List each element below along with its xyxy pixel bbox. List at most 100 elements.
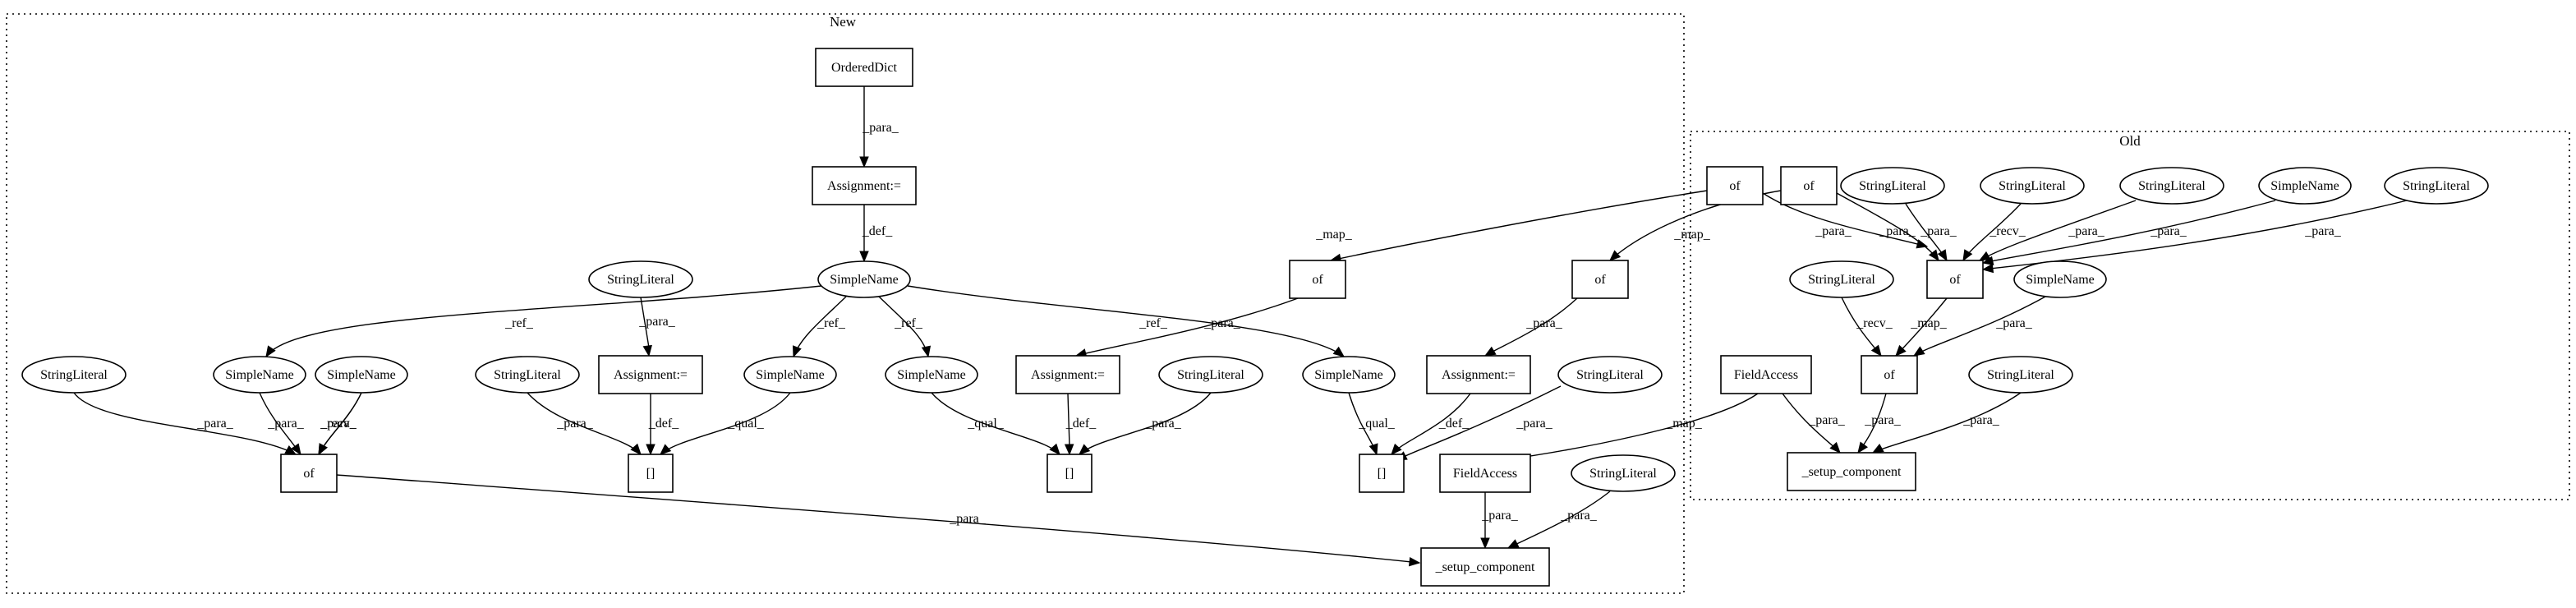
edge-e6-line	[907, 285, 1345, 357]
node-label: _setup_component	[1801, 465, 1902, 479]
edge-e26-arrowhead	[1480, 537, 1490, 550]
edge-e7-label: _para_	[196, 417, 234, 431]
edge-e32-line	[1979, 200, 2137, 261]
edge-e14-label: _qual_	[727, 417, 765, 431]
node-label: []	[1065, 467, 1074, 481]
edge-e4-label: _ref_	[816, 316, 846, 330]
node-label: of	[1312, 273, 1323, 287]
node-of-o2: of	[1780, 166, 1838, 205]
edge-e31: _recv_	[1962, 203, 2026, 262]
node-ellipse	[2258, 167, 2352, 205]
node-sl-o2: StringLiteral	[1980, 167, 2085, 205]
node-label: StringLiteral	[607, 273, 674, 287]
edge-e16-label: _def_	[1065, 417, 1097, 431]
node-setup-old: _setup_component	[1787, 452, 1916, 491]
edge-e36-label: _map_	[1910, 316, 1948, 330]
edge-e18-label: _qual_	[1358, 417, 1396, 431]
edge-e21-line	[1075, 297, 1299, 357]
edge-old-sl6-setup: _para_	[1871, 392, 2022, 454]
edge-e19: _def_	[1391, 393, 1471, 455]
edge-e32: _para_	[1978, 200, 2137, 261]
edge-e25-label: _map_	[1673, 228, 1711, 242]
edge-e39-arrowhead	[1857, 441, 1869, 454]
edge-e15-arrowhead	[1049, 443, 1060, 455]
node-label: SimpleName	[2026, 273, 2095, 287]
edge-e13-arrowhead	[646, 444, 656, 456]
node-index-3: []	[1359, 454, 1405, 493]
node-ordereddict: OrderedDict	[815, 48, 913, 87]
edge-e22: _para_	[1484, 297, 1578, 357]
edge-e6-label: _ref_	[1138, 316, 1168, 330]
edge-e21-label: _para_	[1203, 316, 1241, 330]
edge-e23-arrowhead	[1408, 556, 1421, 567]
cluster-old-label: Old	[2119, 133, 2141, 149]
edge-e30: _para_	[1905, 203, 1957, 262]
edge-e23-label: _para_	[949, 512, 987, 526]
node-fa-new: FieldAccess	[1439, 454, 1531, 493]
edge-e27-arrowhead	[1506, 539, 1520, 549]
edge-e33-label: _para_	[2150, 224, 2187, 238]
edge-old-sl6-setup-arrowhead	[1871, 443, 1884, 454]
edge-e3-arrowhead	[265, 345, 276, 358]
edge-new-of-recv: _recv_	[318, 392, 362, 456]
node-box	[1426, 355, 1531, 394]
node-label: Assignment:=	[614, 368, 688, 382]
node-box	[1861, 355, 1918, 394]
edge-e35: _recv_	[1841, 297, 1893, 357]
edge-e14: _qual_	[660, 392, 791, 455]
edge-e26: _para_	[1480, 492, 1519, 550]
node-label: SimpleName	[1314, 368, 1383, 382]
node-ellipse	[315, 356, 408, 394]
edge-e34-line	[1982, 200, 2408, 270]
node-label: FieldAccess	[1453, 467, 1517, 481]
node-sn-o1: SimpleName	[2258, 167, 2352, 205]
edge-e37-arrowhead	[1912, 346, 1925, 357]
edge-e34-label: _para_	[2304, 224, 2342, 238]
node-label: StringLiteral	[2138, 179, 2206, 193]
edge-e2: _def_	[859, 205, 893, 263]
edge-e11-arrowhead	[642, 344, 652, 357]
node-label: []	[1378, 467, 1387, 481]
node-sl-o4: StringLiteral	[2384, 167, 2489, 205]
edge-e11: _para_	[638, 297, 676, 357]
edge-e17: _para_	[1079, 392, 1212, 455]
edge-e4: _ref_	[793, 296, 847, 358]
node-of-left: of	[280, 454, 338, 493]
edge-e29-label: _para_	[1879, 224, 1916, 238]
edge-e18-arrowhead	[1368, 443, 1378, 456]
node-ellipse	[1571, 454, 1676, 492]
node-box	[628, 454, 674, 493]
edge-e16-line	[1067, 393, 1070, 447]
edge-e3: _ref_	[265, 285, 822, 358]
cluster-old: Old	[1690, 131, 2570, 500]
node-label: Assignment:=	[1031, 368, 1105, 382]
node-ellipse	[588, 260, 693, 298]
node-sl-d: StringLiteral	[475, 356, 580, 394]
edge-e22-label: _para_	[1525, 316, 1563, 330]
node-label: Assignment:=	[1442, 368, 1516, 382]
edge-e21: _para_	[1074, 297, 1299, 358]
node-ellipse	[1968, 356, 2073, 394]
node-ellipse	[885, 356, 978, 394]
edge-e33-arrowhead	[1981, 256, 1994, 265]
edge-e15-line	[931, 392, 1060, 455]
edge-e35-label: _recv_	[1856, 316, 1893, 330]
node-sl-o5: StringLiteral	[1789, 260, 1894, 298]
node-sl-k: StringLiteral	[1571, 454, 1676, 492]
edge-new-of-recv-arrowhead	[318, 443, 328, 456]
edge-e1-arrowhead	[859, 156, 869, 168]
edge-e30-label: _para_	[1920, 224, 1957, 238]
edge-e17-label: _para_	[1144, 417, 1182, 431]
edge-e12-label: _para_	[556, 417, 594, 431]
edge-e36: _map_	[1895, 297, 1948, 357]
cluster-new-border	[6, 13, 1685, 594]
edge-e26-label: _para_	[1481, 509, 1519, 523]
node-label: StringLiteral	[1576, 368, 1644, 382]
edge-e33: _para_	[1981, 200, 2276, 265]
node-label: StringLiteral	[1999, 179, 2066, 193]
edge-e5: _ref_	[878, 296, 932, 358]
node-label: []	[646, 467, 656, 481]
edge-e20-line	[1396, 385, 1562, 461]
node-of-r: of	[1571, 260, 1629, 299]
